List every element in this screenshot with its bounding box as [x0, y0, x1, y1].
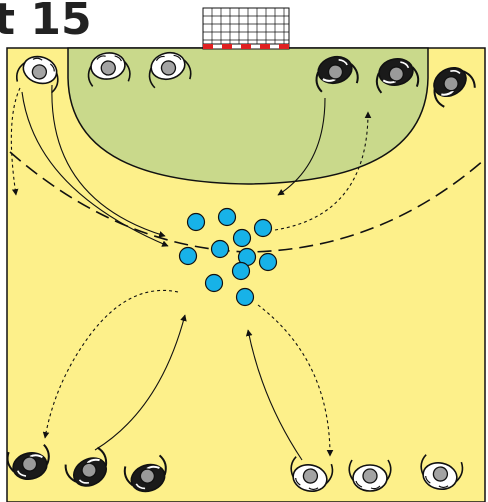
ball	[235, 287, 255, 307]
movement-arrows	[10, 84, 372, 461]
page-title: t 15	[0, 0, 92, 45]
arrow-path	[42, 289, 179, 439]
ball	[210, 239, 230, 259]
ball	[232, 228, 252, 248]
ball	[178, 246, 198, 266]
arrow-path	[257, 304, 334, 457]
arrow-path	[21, 91, 169, 247]
ball	[253, 218, 273, 238]
ball-cluster	[178, 207, 278, 307]
ball	[231, 261, 251, 281]
handball-goal-icon	[202, 7, 290, 50]
arrow-path	[245, 329, 303, 461]
arrow-path	[94, 314, 187, 451]
ball	[258, 252, 278, 272]
ball	[186, 212, 206, 232]
arrow-path	[274, 111, 372, 231]
arrow-path	[51, 84, 166, 238]
ball	[204, 273, 224, 293]
arrow-path	[10, 87, 21, 196]
arrow-path	[277, 97, 326, 196]
ball	[217, 207, 237, 227]
